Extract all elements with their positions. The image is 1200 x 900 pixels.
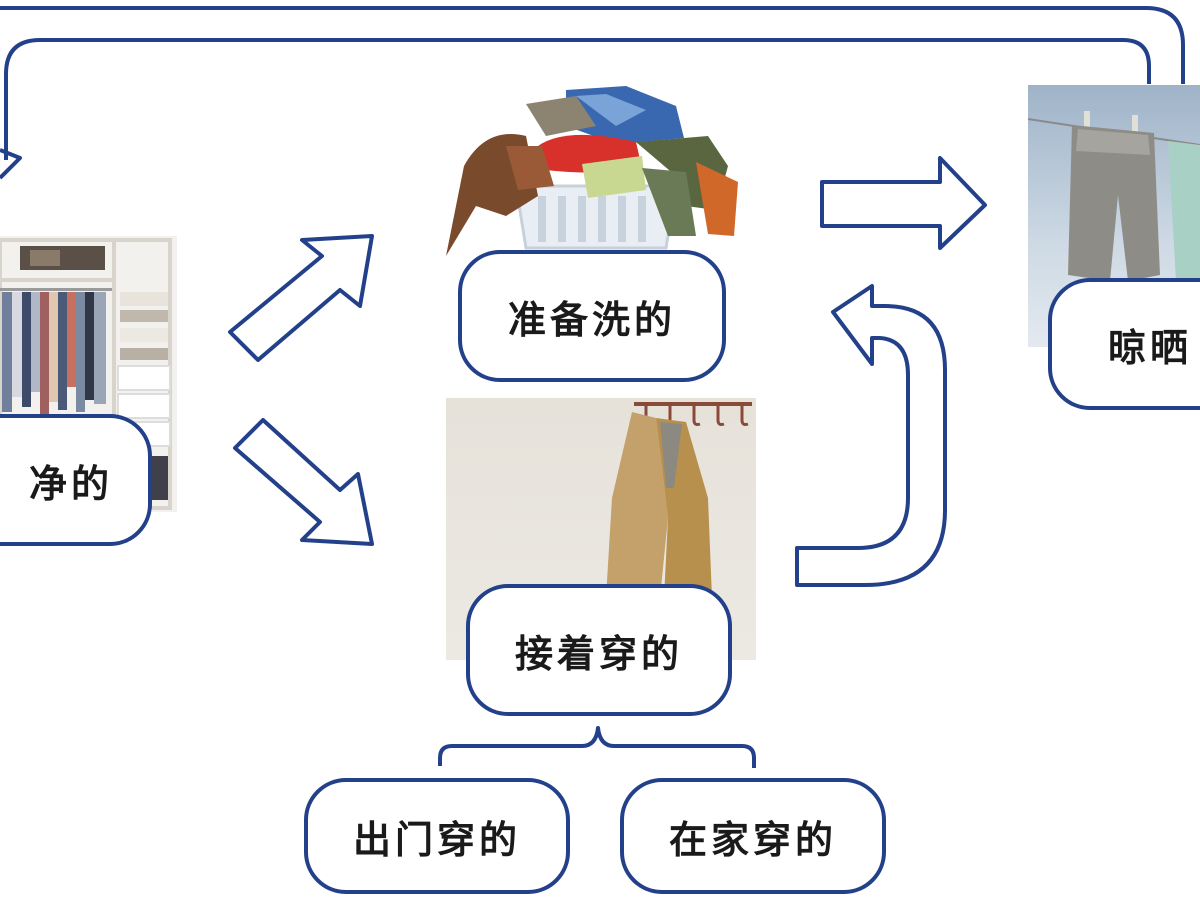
arrow-wash-to-dry <box>822 158 985 248</box>
label-wear-again-text: 接着穿的 <box>515 623 683 678</box>
label-clean-text: 净的 <box>29 453 113 508</box>
label-drying-text: 晾晒 <box>1108 317 1192 372</box>
label-to-wash: 准备洗的 <box>458 250 726 382</box>
label-drying: 晾晒 <box>1048 278 1200 410</box>
label-clean: 净的 <box>0 414 152 546</box>
laundry-basket-icon <box>446 86 740 256</box>
split-bracket <box>440 728 754 768</box>
label-go-out: 出门穿的 <box>304 778 570 894</box>
label-at-home: 在家穿的 <box>620 778 886 894</box>
arrow-clean-to-wash <box>230 236 372 360</box>
laundry-basket-image <box>446 86 740 256</box>
arrow-wear-to-wash <box>797 286 945 585</box>
label-to-wash-text: 准备洗的 <box>508 289 676 344</box>
label-go-out-text: 出门穿的 <box>353 809 521 864</box>
label-wear-again: 接着穿的 <box>466 584 732 716</box>
arrow-clean-to-wear <box>235 420 372 544</box>
loop-arrow-head <box>0 150 20 178</box>
loop-outer-line <box>0 8 1183 84</box>
label-at-home-text: 在家穿的 <box>669 809 837 864</box>
